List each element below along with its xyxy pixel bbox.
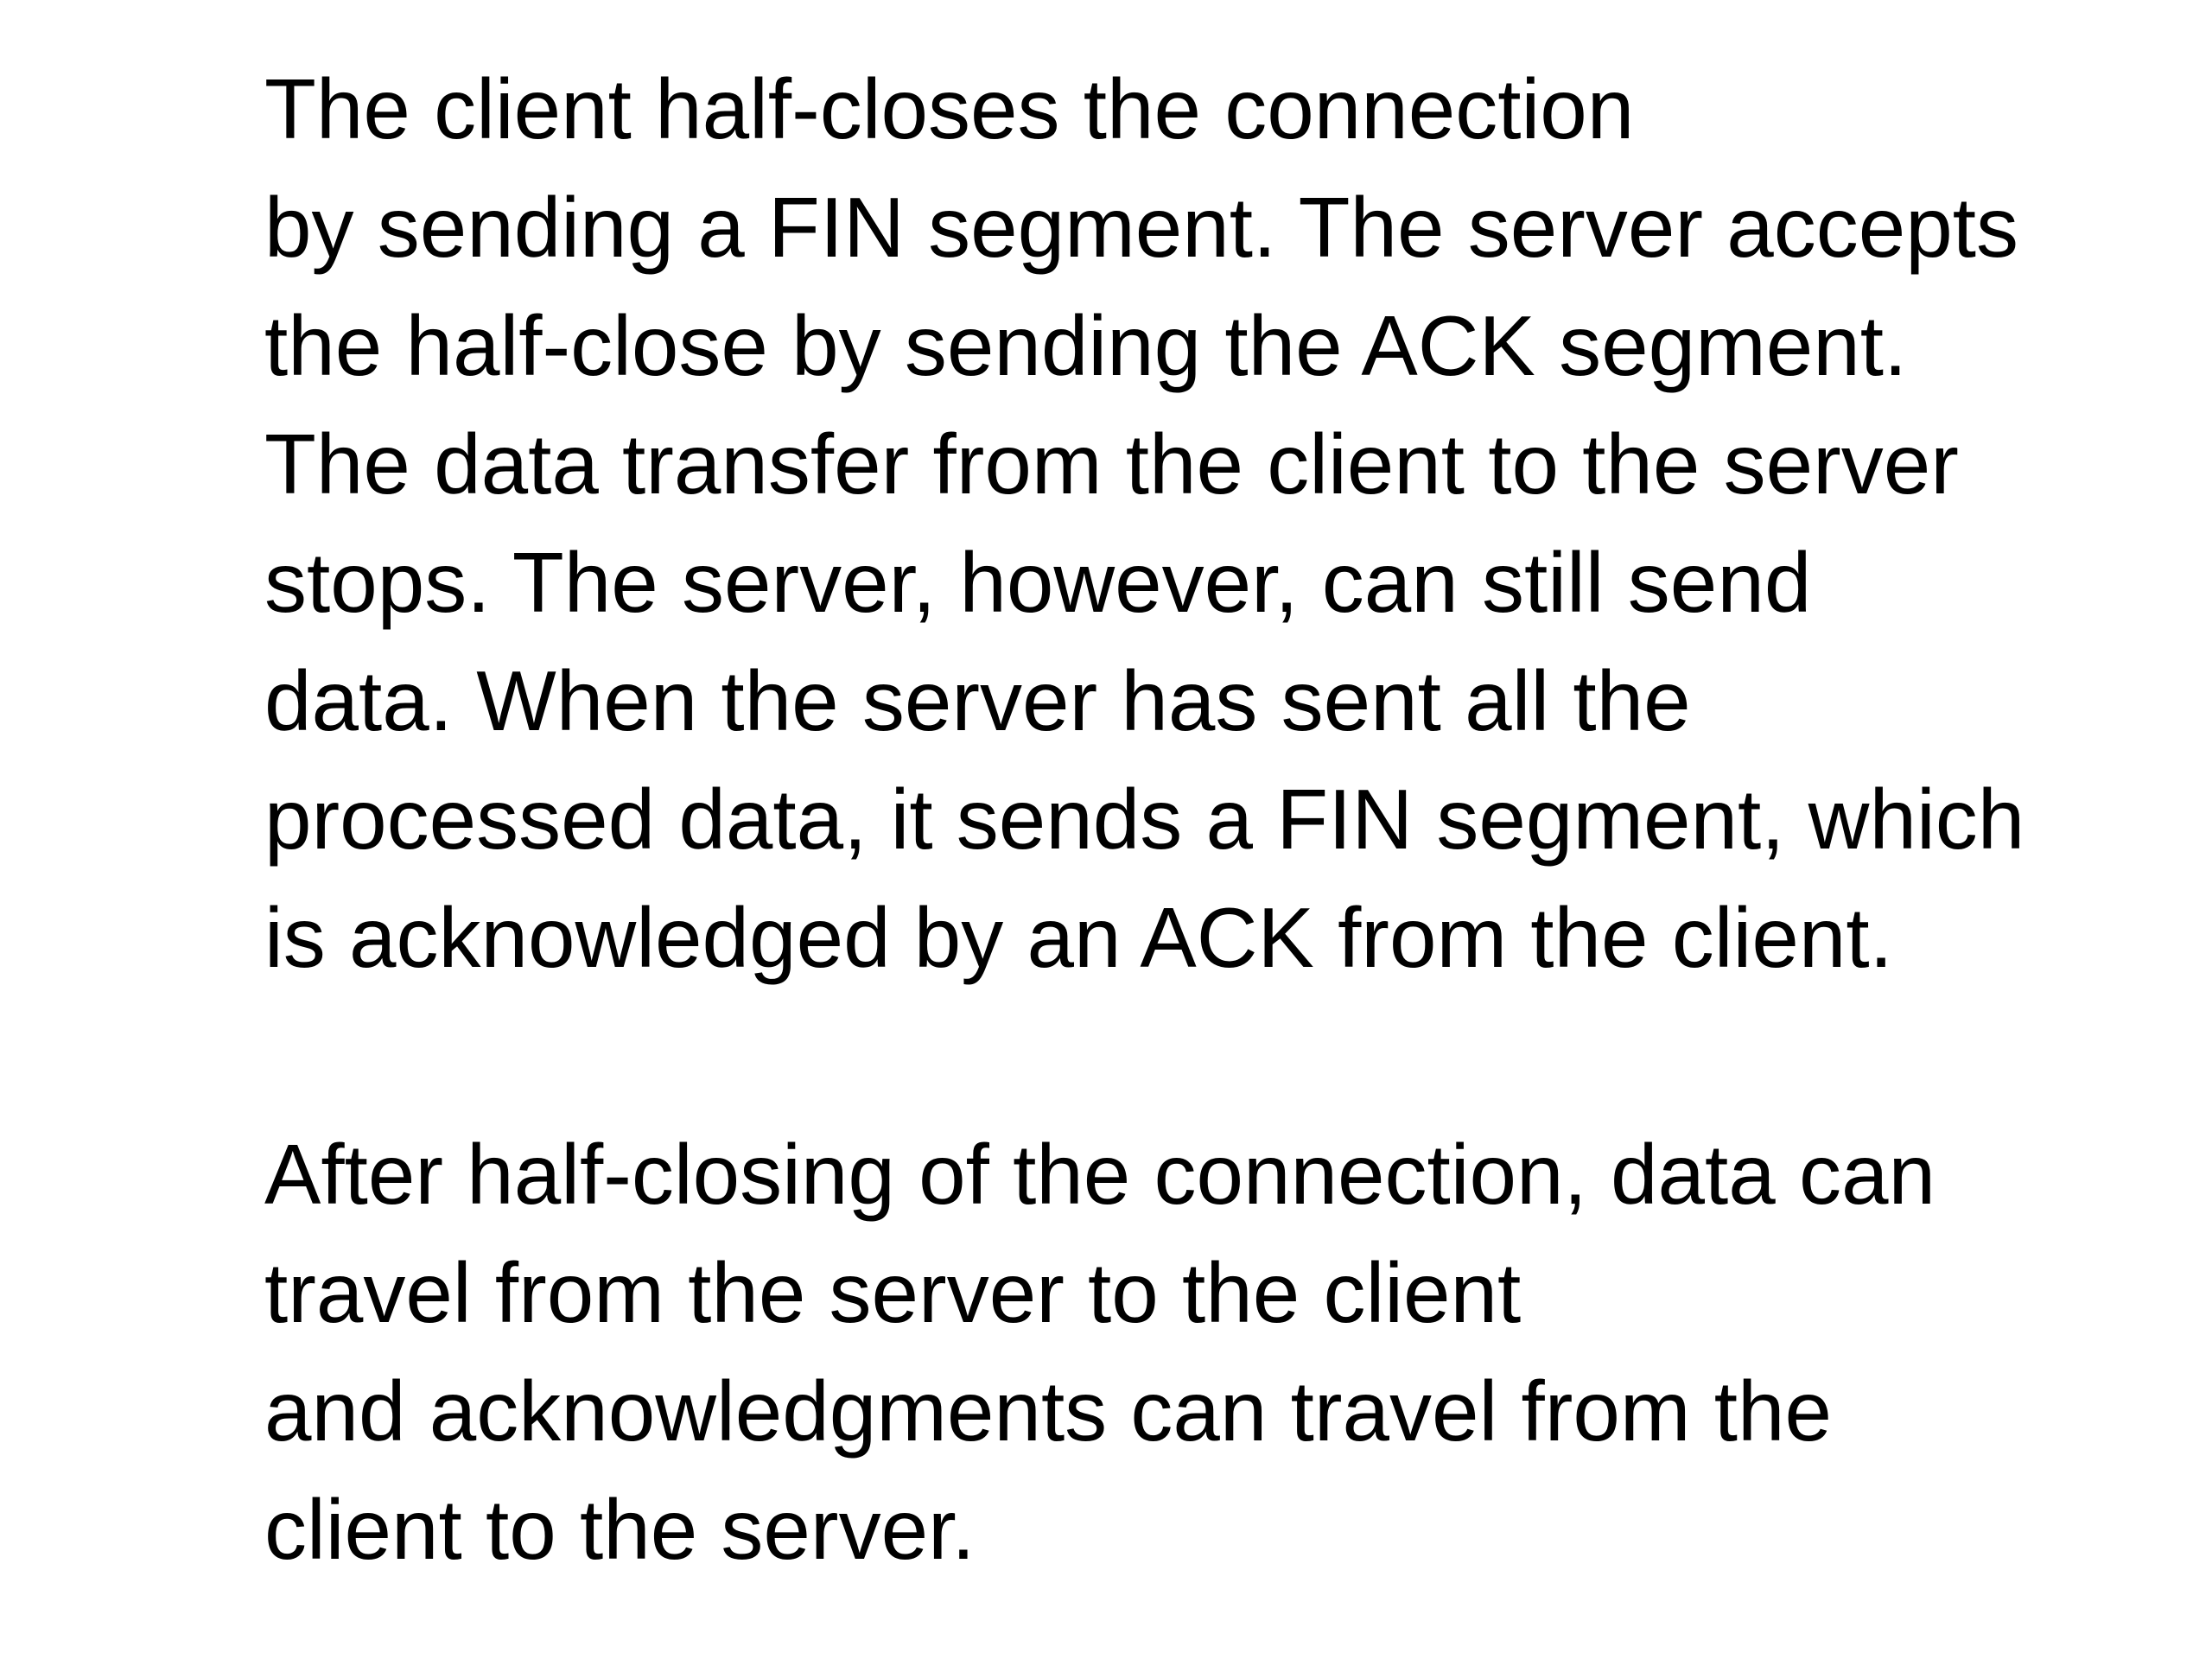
text-line: stops. The server, however, can still se… xyxy=(264,535,1812,630)
text-line: and acknowledgments can travel from the xyxy=(264,1363,1832,1459)
paragraph-half-close: The client half-closes the connection by… xyxy=(264,50,2200,997)
text-line: travel from the server to the client xyxy=(264,1245,1522,1340)
text-line: is acknowledged by an ACK from the clien… xyxy=(264,890,1893,985)
text-line: The data transfer from the client to the… xyxy=(264,416,1959,512)
text-line: client to the server. xyxy=(264,1482,976,1577)
text-line: the half-close by sending the ACK segmen… xyxy=(264,298,1908,393)
text-line: processed data, it sends a FIN segment, … xyxy=(264,772,2025,867)
text-line: by sending a FIN segment. The server acc… xyxy=(264,180,2018,275)
text-line: After half-closing of the connection, da… xyxy=(264,1127,1936,1222)
text-line: The client half-closes the connection xyxy=(264,61,1635,156)
body-text: The client half-closes the connection by… xyxy=(264,50,2200,1589)
text-line: data. When the server has sent all the xyxy=(264,653,1691,748)
paragraph-after-half-close: After half-closing of the connection, da… xyxy=(264,1116,2200,1589)
